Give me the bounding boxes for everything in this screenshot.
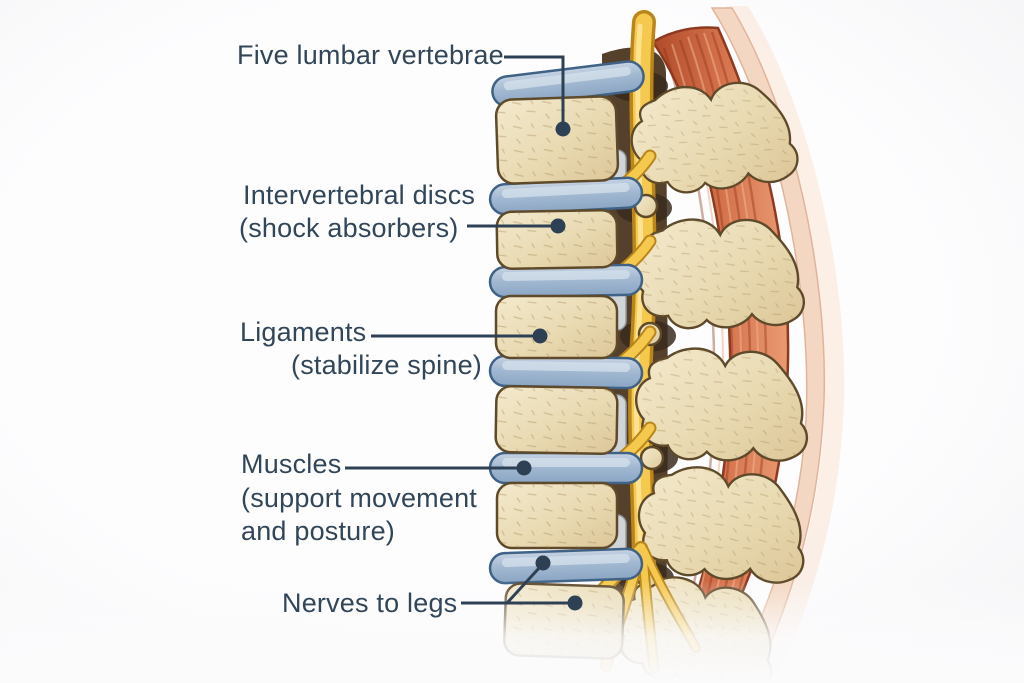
leader-lines (345, 55, 583, 611)
leader-dot (550, 218, 566, 234)
leader-intervertebral-discs (467, 218, 566, 234)
label-intervertebral-discs-line1: Intervertebral discs (243, 180, 476, 210)
label-ligaments-line1: Ligaments (240, 317, 367, 347)
leader-dot (516, 460, 532, 476)
label-muscles-line1: Muscles (241, 449, 342, 479)
label-intervertebral-discs-line2: (shock absorbers) (239, 213, 459, 243)
label-muscles-line2: (support movement (241, 483, 477, 513)
leader-muscles (345, 460, 532, 476)
label-ligaments-line2: (stabilize spine) (291, 350, 482, 380)
leader-nerves-to-legs (461, 555, 583, 611)
leader-five-lumbar-vertebrae (504, 55, 571, 137)
label-muscles-line3: and posture) (241, 516, 395, 546)
label-nerves-to-legs: Nerves to legs (282, 588, 458, 618)
intervertebral-discs (488, 60, 645, 585)
leader-dot (535, 555, 551, 571)
leader-dot (532, 328, 548, 344)
leader-dot (555, 121, 571, 137)
label-five-lumbar-vertebrae: Five lumbar vertebrae (237, 40, 504, 70)
leader-ligaments (371, 328, 548, 344)
leader-dot (567, 595, 583, 611)
